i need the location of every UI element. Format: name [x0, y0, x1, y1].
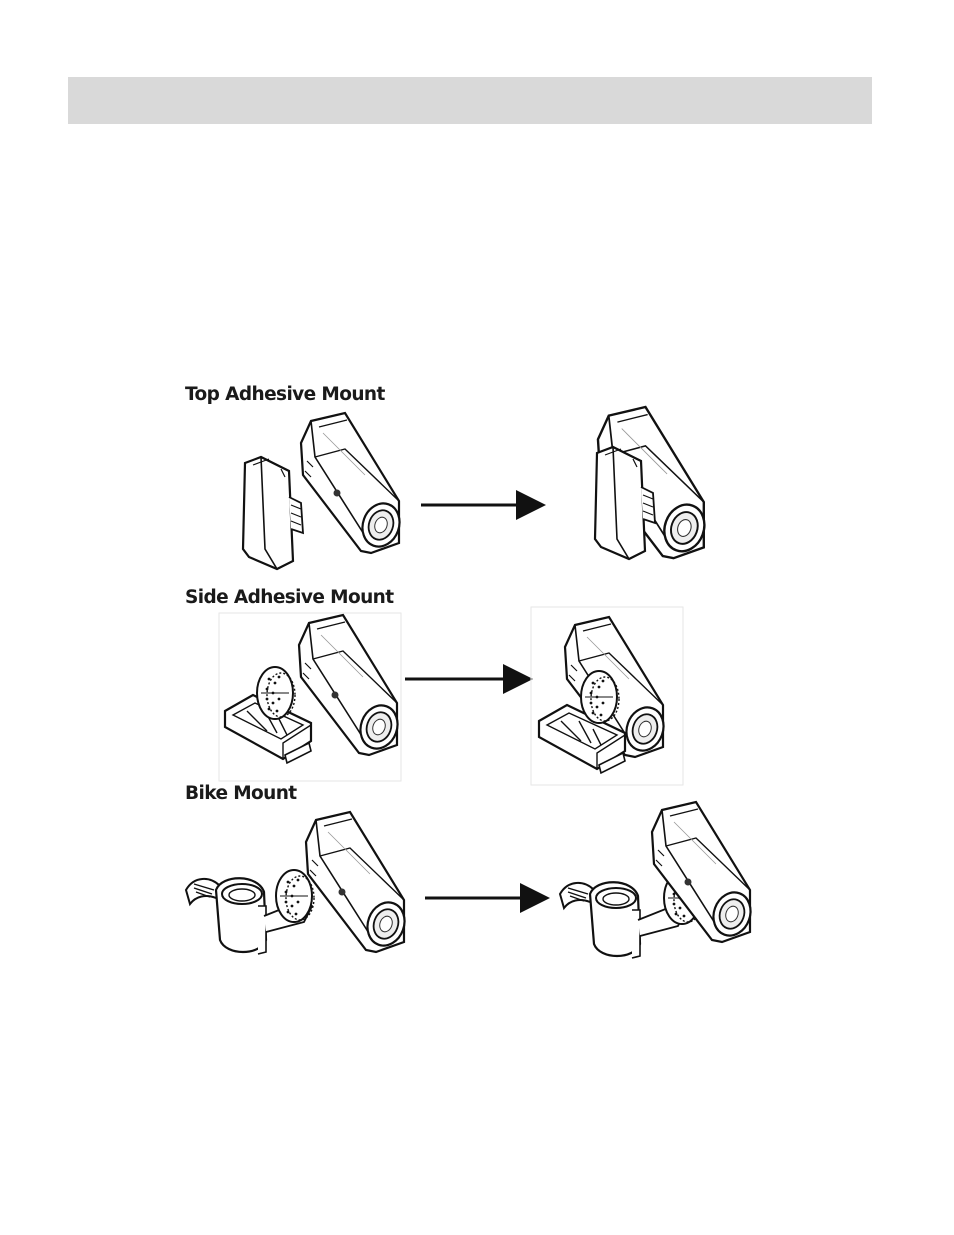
section-label-top-adhesive: Top Adhesive Mount	[185, 384, 385, 405]
header-bar	[68, 77, 872, 124]
side-adhesive-mount-illustration	[215, 605, 695, 790]
top-adhesive-mount-illustration	[225, 405, 785, 575]
bike-mount-illustration	[182, 800, 782, 980]
